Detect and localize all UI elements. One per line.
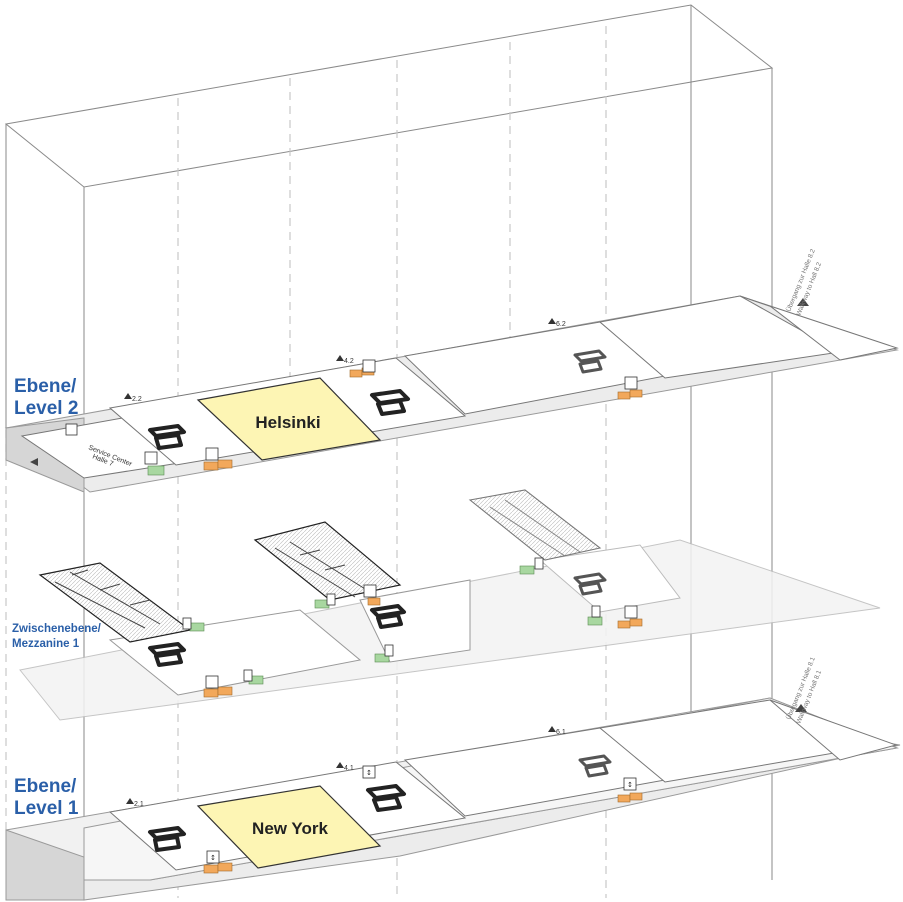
level2-label-line1: Ebene/ [14,376,77,397]
svg-text:↕: ↕ [627,781,633,789]
mezzanine-balcony [468,489,602,561]
stair-icon [124,393,132,399]
elevator-icon [384,644,394,657]
stair-label: 6.1 [556,729,566,736]
restroom-icon [363,584,377,598]
walkway-arrow-icon [30,458,38,466]
walkway-arrow-icon [797,298,809,306]
mezzanine-balcony [253,521,402,601]
svg-text:↕: ↕ [366,769,372,777]
stair-label: 2.1 [134,801,144,808]
mezzanine-label-line2: Mezzanine 1 [12,638,80,650]
stair-icon [548,726,556,732]
restroom-icon: ↕ [362,765,376,779]
stair-icon [336,762,344,768]
stair-icon [336,355,344,361]
room-label-helsinki: Helsinki [255,413,320,432]
new-york-room[interactable] [196,785,382,869]
restroom-icon [205,447,219,461]
elevator-icon [534,557,544,570]
mezzanine-floor [19,489,881,721]
info-icon [65,423,78,436]
helsinki-room[interactable] [196,377,382,461]
stair-label: 4.2 [344,358,354,365]
level1-floor: ↕ ↕ ↕ [5,697,901,901]
walkway-arrow-icon [795,704,807,712]
svg-text:↕: ↕ [210,854,216,862]
stair-icon [126,798,134,804]
level1-label-line2: Level 1 [14,798,79,819]
stair-label: 2.2 [132,396,142,403]
room-label-new-york: New York [252,819,328,838]
elevator-icon [591,605,601,618]
building-wireframe [4,4,774,900]
restroom-icon [144,451,158,465]
level2-label-line2: Level 2 [14,398,78,419]
elevator-icon [243,669,253,682]
restroom-icon [624,376,638,390]
stair-icon [548,318,556,324]
level-labels: Ebene/ Level 2 Zwischenebene/ Mezzanine … [12,376,102,819]
room-labels: Helsinki New York [252,413,328,838]
elevator-icon [326,593,336,606]
restroom-icon: ↕ [206,850,220,864]
level2-floor [4,295,899,493]
restroom-icon [624,605,638,619]
stair-label: 6.2 [556,321,566,328]
restroom-icon [362,359,376,373]
stair-label: 4.1 [344,765,354,772]
level1-label-line1: Ebene/ [14,776,77,797]
elevator-icon [182,617,192,630]
restroom-icon [205,675,219,689]
restroom-icon: ↕ [623,777,637,791]
mezzanine-label-line1: Zwischenebene/ [12,623,102,635]
